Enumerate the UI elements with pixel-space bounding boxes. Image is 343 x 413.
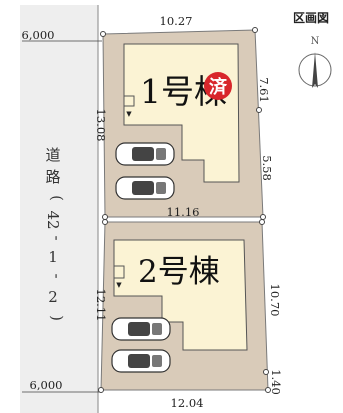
lot-2-building [113,239,248,351]
north-arrow-icon [312,52,318,88]
lot-1-car-2 [115,176,175,200]
lot-1-dim-right-upper: 7.61 [257,77,271,103]
lot-2-entry [114,265,125,279]
lot-1-dim-left: 13.08 [94,109,108,142]
road-label: 道 路 ( 42 - 1 - 2 ) [44,146,66,321]
lot-1-sold-badge-text: 済 [209,76,228,98]
lot-2-door-mark: ▼ [116,281,122,289]
road-label-char-5: - [48,235,66,240]
road-width-bottom: 6,000 [30,378,63,392]
lot-1-entry [124,95,135,107]
road-label-char-9: ) [48,315,66,321]
road-label-char-6: 1 [48,248,58,266]
lot-2-car-2 [111,349,171,373]
lot-2-car-1 [111,317,171,341]
lot-1-dim-bottom: 11.16 [167,205,200,219]
road-label-char-7: - [48,273,66,278]
lot-2-dim-left: 12.11 [94,289,108,322]
corner-markers [98,27,271,393]
road-area [20,5,98,413]
road-label-char-4: 42 [44,210,62,229]
lot-2-dim-bottom: 12.04 [171,396,204,410]
lot-2-dim-right: 10.70 [268,284,282,317]
legend-title: 区画図 [293,11,329,25]
lot-1-sold-badge [204,72,232,100]
lot-1-door-mark: ▼ [126,110,132,118]
road-label-char-3: ( [48,195,66,201]
lot-2-dim-bottom-right: 1.40 [269,369,283,395]
north-letter: N [311,36,320,47]
lot-1-car-1 [115,142,175,166]
road-label-char-2: 路 [45,168,60,186]
lot-1-dim-top: 10.27 [160,14,193,28]
lot-1-dim-right-lower: 5.58 [260,155,274,181]
road-label-char-8: 2 [48,288,58,306]
road-width-top: 6,000 [22,28,55,42]
lot-2-label: 2号棟 [138,254,220,290]
road-label-char-1: 道 [45,146,60,164]
